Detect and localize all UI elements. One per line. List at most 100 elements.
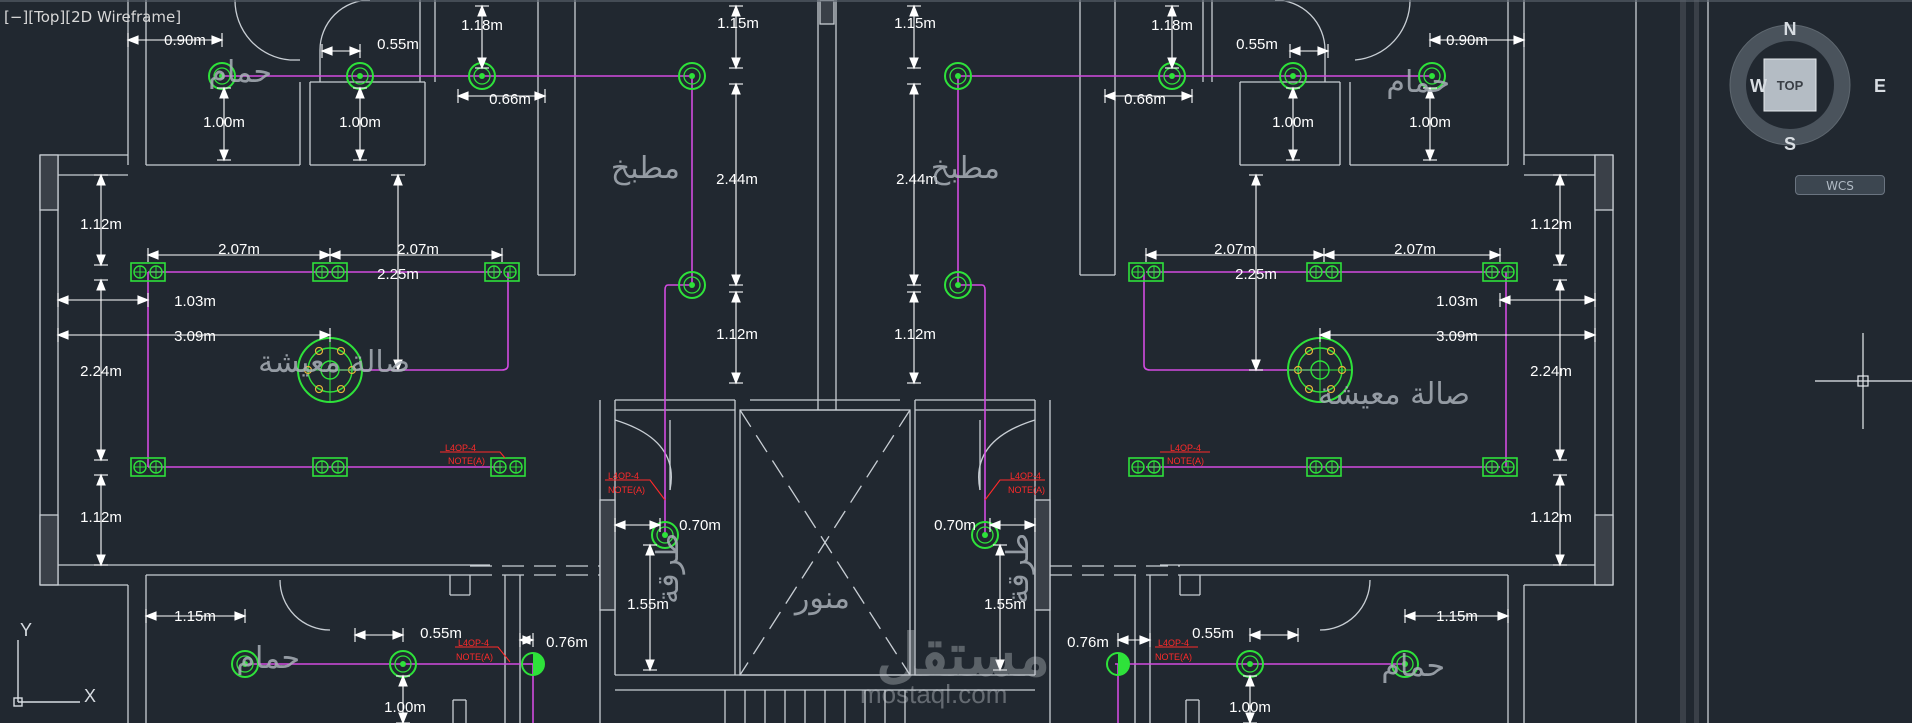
socket-outlet-icon xyxy=(490,457,526,477)
ceiling-light-icon xyxy=(944,62,972,90)
watermark-logo-text: مستقل xyxy=(876,623,1050,688)
room-label-corridor: طرقة xyxy=(651,533,686,604)
dimension-label: 2.07m xyxy=(397,241,439,258)
dimension-label: 1.12m xyxy=(80,509,122,526)
room-label-kitchen: مطبخ xyxy=(611,151,680,186)
compass-north[interactable]: N xyxy=(1784,19,1797,39)
dimension-lines xyxy=(56,4,1597,723)
dimension-label: 1.12m xyxy=(80,216,122,233)
watermark-url: mostaql.com xyxy=(860,679,1007,709)
socket-outlet-icon xyxy=(1482,262,1518,282)
watermark: مستقل mostaql.com xyxy=(860,623,1050,709)
dimension-label: 0.90m xyxy=(1446,32,1488,49)
viewcube-top-face[interactable] xyxy=(1763,58,1817,112)
room-label-living: صالة معيشة xyxy=(258,345,410,380)
ceiling-light-icon xyxy=(678,62,706,90)
room-label-lightwell: منور xyxy=(793,581,850,616)
room-label-corridor: طرقة xyxy=(1001,533,1036,604)
dimension-label: 1.00m xyxy=(384,699,426,716)
wall-light-icon xyxy=(1106,652,1130,676)
dimension-label: 1.03m xyxy=(1436,293,1478,310)
note-label: L4OP-4 xyxy=(1170,443,1201,453)
wcs-button[interactable]: WCS xyxy=(1795,175,1885,195)
dimension-label: 0.55m xyxy=(377,36,419,53)
dimension-label: 0.55m xyxy=(420,625,462,642)
dimension-label: 0.55m xyxy=(1192,625,1234,642)
dimension-label: 1.00m xyxy=(1272,114,1314,131)
socket-outlet-icon xyxy=(312,457,348,477)
dimension-label: 0.66m xyxy=(489,91,531,108)
note-label: L4OP-4 xyxy=(1158,638,1189,648)
ceiling-light-icon xyxy=(971,521,999,549)
socket-outlet-icon xyxy=(1306,262,1342,282)
dimension-label: 0.66m xyxy=(1124,91,1166,108)
dimension-label: 1.00m xyxy=(1409,114,1451,131)
ucs-y-label: Y xyxy=(20,620,32,640)
socket-outlet-icon xyxy=(1128,262,1164,282)
ceiling-light-icon xyxy=(944,271,972,299)
socket-outlet-icon xyxy=(130,457,166,477)
viewport-controls-label[interactable]: [−][Top][2D Wireframe] xyxy=(4,8,182,26)
dimension-label: 1.12m xyxy=(894,326,936,343)
room-label-bath: حمام xyxy=(236,641,300,676)
dimension-labels: 0.90m 0.55m 1.18m 1.00m 1.00m 0.66m 1.15m 2.44m… xyxy=(80,15,1572,716)
socket-outlet-icon xyxy=(1128,457,1164,477)
crosshair-cursor xyxy=(1815,333,1912,429)
room-label-bath: حمام xyxy=(208,55,272,90)
wall-light-icon xyxy=(521,652,545,676)
note-label: NOTE(A) xyxy=(1155,652,1192,662)
dimension-label: 3.09m xyxy=(1436,328,1478,345)
ceiling-light-icon xyxy=(208,62,236,90)
compass-west[interactable]: W xyxy=(1750,76,1767,96)
viewcube[interactable]: TOP N S E W xyxy=(1729,19,1886,154)
socket-outlet-icon xyxy=(312,262,348,282)
dimension-label: 1.12m xyxy=(1530,509,1572,526)
compass-east[interactable]: E xyxy=(1874,76,1886,96)
note-label: NOTE(A) xyxy=(1167,456,1204,466)
dimension-label: 1.55m xyxy=(984,596,1026,613)
dimension-label: 1.00m xyxy=(339,114,381,131)
annotation-notes: L4OP-4 NOTE(A) L4OP-4 NOTE(A) L4OP-4 NOT… xyxy=(440,443,1210,663)
dimension-label: 2.44m xyxy=(716,171,758,188)
ceiling-light-icon xyxy=(1418,62,1446,90)
room-label-kitchen: مطبخ xyxy=(931,151,1000,186)
dimension-label: 1.18m xyxy=(461,17,503,34)
ucs-x-label: X xyxy=(84,686,96,706)
dimension-label: 2.25m xyxy=(1235,266,1277,283)
dimension-label: 2.07m xyxy=(1214,241,1256,258)
note-label: NOTE(A) xyxy=(456,652,493,662)
ceiling-light-icon xyxy=(678,271,706,299)
ceiling-light-icon xyxy=(1391,650,1419,678)
dimension-label: 1.03m xyxy=(174,293,216,310)
socket-outlet-icon xyxy=(1306,457,1342,477)
socket-outlet-icon xyxy=(1482,457,1518,477)
dimension-label: 2.24m xyxy=(1530,363,1572,380)
dimension-label: 2.25m xyxy=(377,266,419,283)
room-label-bath: حمام xyxy=(1381,649,1445,684)
compass-south[interactable]: S xyxy=(1784,134,1796,154)
room-labels: مطبخ مطبخ صالة معيشة صالة معيشة حمام حما… xyxy=(208,55,1470,684)
dimension-label: 1.12m xyxy=(1530,216,1572,233)
dimension-label: 1.00m xyxy=(1229,699,1271,716)
note-label: NOTE(A) xyxy=(608,485,645,495)
dimension-label: 1.12m xyxy=(716,326,758,343)
dimension-label: 1.18m xyxy=(1151,17,1193,34)
dimension-label: 0.70m xyxy=(934,517,976,534)
dimension-label: 2.24m xyxy=(80,363,122,380)
dimension-label: 3.09m xyxy=(174,328,216,345)
dimension-label: 1.15m xyxy=(894,15,936,32)
note-label: L4OP-4 xyxy=(458,638,489,648)
dimension-label: 0.70m xyxy=(679,517,721,534)
dimension-label: 1.00m xyxy=(203,114,245,131)
dimension-label: 2.07m xyxy=(218,241,260,258)
note-label: NOTE(A) xyxy=(448,456,485,466)
dimension-label: 2.44m xyxy=(896,171,938,188)
note-label: L4OP-4 xyxy=(1010,471,1041,481)
dimension-label: 0.90m xyxy=(164,32,206,49)
ceiling-light-icon xyxy=(231,650,259,678)
dimension-label: 1.15m xyxy=(174,608,216,625)
room-label-living: صالة معيشة xyxy=(1318,377,1470,412)
viewcube-face-label: TOP xyxy=(1777,78,1804,93)
